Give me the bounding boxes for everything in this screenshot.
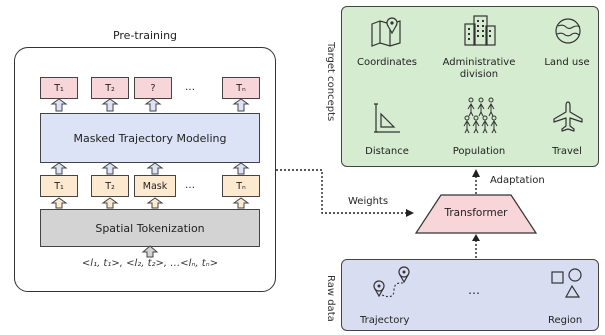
concept-administrative-division-label: Administrative division [442,57,516,80]
shapes-icon [551,268,582,298]
concept-land-use-label: Land use [544,57,590,68]
concept-population-label: Population [452,146,506,157]
raw-data-vertical-label: Raw data [325,275,336,322]
input-token-n: Tₙ [222,175,260,197]
ruler-triangle-icon [374,103,400,133]
trajectory-icon [373,266,410,298]
people-icon [463,97,498,134]
airplane-icon [553,101,583,132]
weights-label: Weights [348,196,389,207]
input-token-mask: Mask [134,175,176,197]
masked-trajectory-modeling-box: Masked Trajectory Modeling [40,113,260,163]
input-token-2: T₂ [91,175,129,197]
concept-distance-label: Distance [365,146,409,157]
globe-icon [555,18,581,44]
raw-data-panel [341,259,599,331]
input-token-ellipsis: … [185,180,195,191]
output-token-ellipsis: … [185,82,195,93]
transformer-label: Transformer [444,207,508,219]
concept-travel-label: Travel [552,146,582,157]
region-label: Region [548,315,583,326]
raw-data-ellipsis: … [468,283,480,297]
map-pin-icon [371,17,401,47]
target-concepts-vertical-label: Target concepts [325,42,336,122]
output-token-3: ? [134,77,172,99]
sequence-text: <l₁, t₁>, <l₂, t₂>, …<lₙ, tₙ> [81,258,219,269]
spatial-tokenization-box: Spatial Tokenization [40,209,260,247]
input-token-1: T₁ [40,175,78,197]
trajectory-label: Trajectory [360,315,410,326]
concept-coordinates-label: Coordinates [356,57,418,68]
pretraining-title: Pre-training [112,29,178,42]
buildings-icon [464,15,496,46]
adaptation-label: Adaptation [490,175,545,186]
